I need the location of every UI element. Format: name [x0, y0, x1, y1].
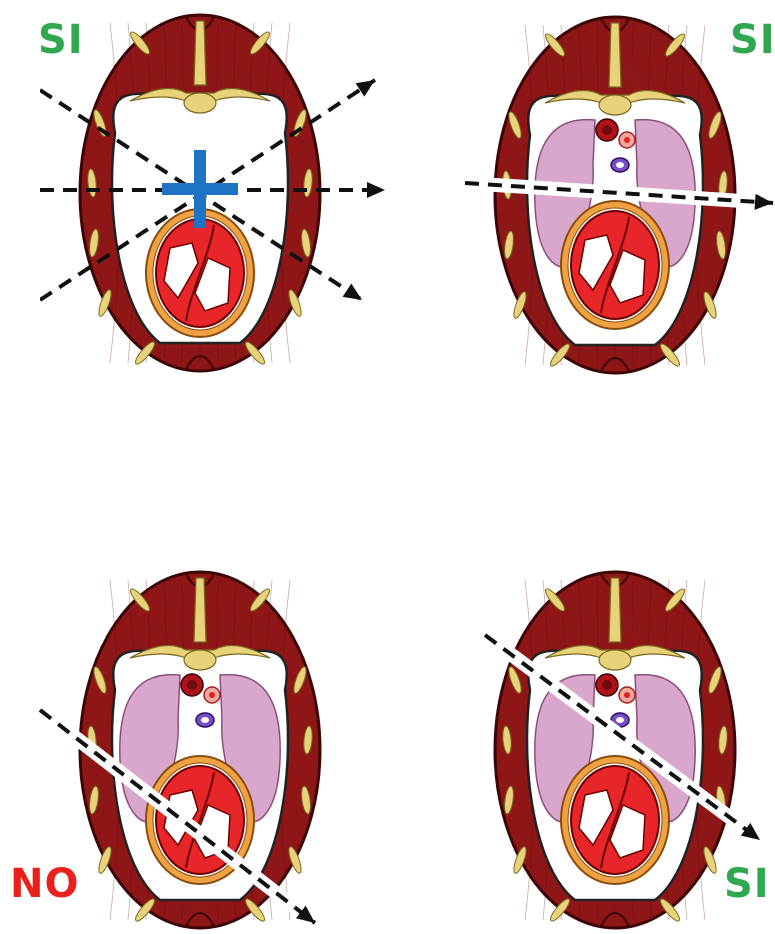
- spinous-process: [194, 21, 206, 85]
- vertebral-body: [184, 650, 216, 670]
- panel-bottom-left: [20, 565, 380, 934]
- esophagus-lumen: [209, 692, 215, 698]
- vertebral-body: [599, 650, 631, 670]
- cross-horizontal: [162, 183, 238, 195]
- probe-horizontal-head: [367, 182, 385, 198]
- esophagus-lumen: [624, 692, 630, 698]
- aorta-lumen: [187, 680, 197, 690]
- probe-diagonal-up-head: [356, 80, 375, 97]
- panel-bottom-right: [460, 565, 775, 934]
- esophagus-lumen: [624, 137, 630, 143]
- thorax-section: [495, 572, 735, 928]
- vena-cava-lumen: [616, 717, 624, 723]
- panel-top-left: [40, 5, 400, 390]
- vena-cava-lumen: [201, 717, 209, 723]
- thorax-section: [80, 572, 320, 928]
- vertebral-body: [184, 93, 216, 113]
- panel-top-right: [425, 5, 775, 390]
- spinous-process: [194, 578, 206, 642]
- spinous-process: [609, 23, 621, 87]
- aorta-lumen: [602, 125, 612, 135]
- vena-cava-lumen: [616, 162, 624, 168]
- aorta-lumen: [602, 680, 612, 690]
- probe-diagonal-down-head: [343, 283, 362, 300]
- vertebral-body: [599, 95, 631, 115]
- spinous-process: [609, 578, 621, 642]
